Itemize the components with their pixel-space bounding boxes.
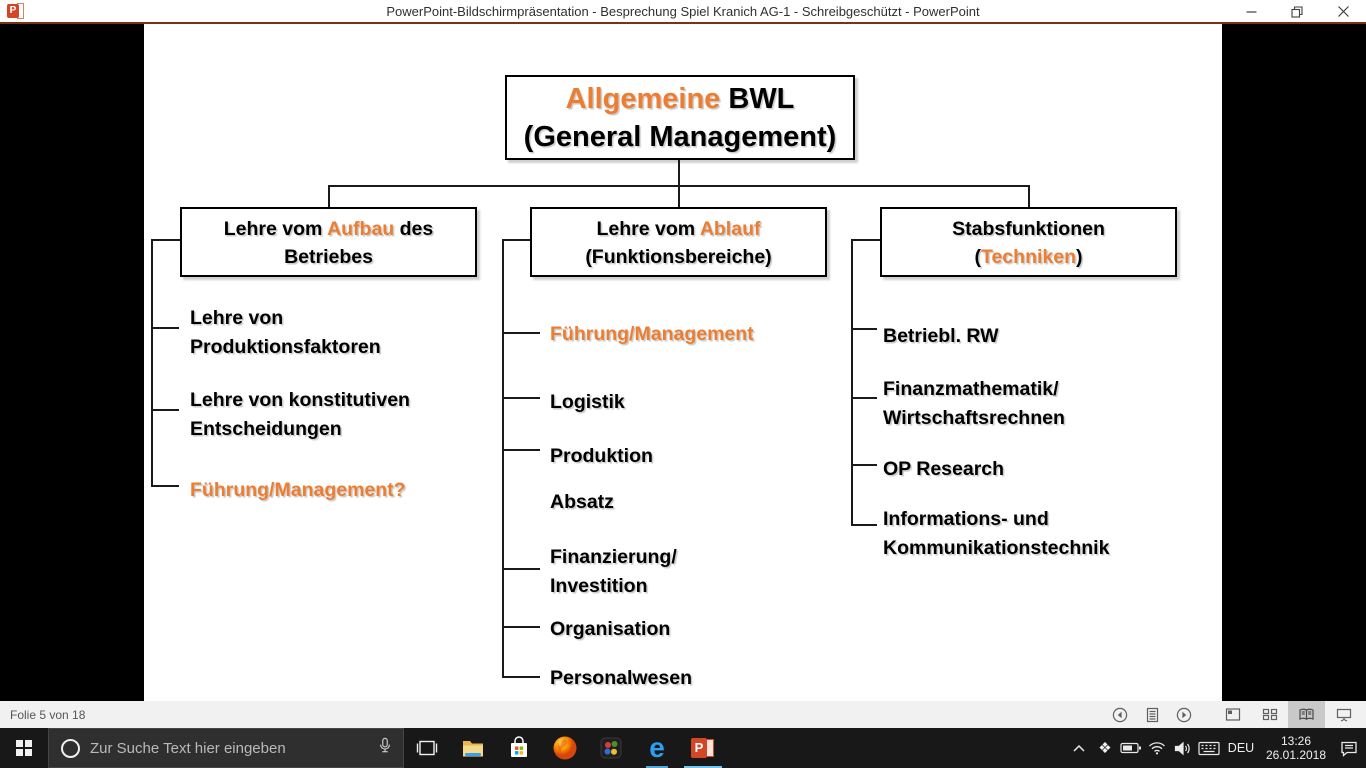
search-input[interactable] [90,739,377,757]
taskbar-apps: e P [404,728,726,768]
task-view-button[interactable] [404,728,450,768]
powerpoint-app-icon: P [7,3,24,20]
connector-line [153,327,179,329]
slide-sorter-view-button[interactable] [1251,701,1288,728]
connector-line [504,332,540,334]
microphone-icon[interactable] [377,736,393,760]
wifi-icon[interactable] [1144,728,1170,768]
connector-line [502,239,504,678]
powerpoint-taskbar-icon[interactable]: P [680,728,726,768]
slide-canvas[interactable]: Allgemeine BWL (General Management) Lehr… [144,24,1222,701]
action-center-icon[interactable] [1332,728,1366,768]
list-item: Betriebl. RW [883,325,999,347]
connector-line [853,464,877,466]
list-item: Führung/Management [550,323,754,345]
system-tray: ❖ DEU 13:26 26.01.2018 [1066,728,1366,768]
connector-line [504,568,540,570]
presentation-stage[interactable]: Allgemeine BWL (General Management) Lehr… [0,24,1366,701]
firefox-icon[interactable] [542,728,588,768]
list-item: Organisation [550,618,671,640]
file-explorer-icon[interactable] [450,728,496,768]
connector-line [504,449,540,451]
reading-view-button[interactable] [1288,701,1325,728]
close-icon[interactable] [1320,0,1366,23]
edge-icon[interactable]: e [634,728,680,768]
statusbar: Folie 5 von 18 [0,701,1366,728]
branch-box-stabsfunktionen: Stabsfunktionen (Techniken) [880,207,1177,277]
view-switcher [1214,701,1362,728]
volume-icon[interactable] [1170,728,1196,768]
previous-slide-button[interactable] [1104,701,1136,728]
windows-logo-icon [16,740,32,756]
connector-line [151,239,153,487]
menu-icon[interactable] [1136,701,1168,728]
connector-line [678,185,680,207]
branch-box-ablauf: Lehre vom Ablauf (Funktionsbereiche) [530,207,827,277]
cortana-icon [61,738,80,758]
connector-line [853,397,877,399]
list-item: Finanzierung/Investition [550,546,677,597]
slideshow-view-button[interactable] [1325,701,1362,728]
window-accent-line [0,22,1366,24]
next-slide-button[interactable] [1168,701,1200,728]
list-item: Absatz [550,491,614,513]
statusbar-controls [1104,701,1362,728]
connector-line [851,239,880,241]
connector-line [151,239,180,241]
start-button[interactable] [0,728,48,768]
active-indicator [684,766,722,768]
date: 26.01.2018 [1265,748,1327,762]
list-item: Finanzmathematik/Wirtschaftsrechnen [883,378,1065,429]
window-controls [1228,0,1366,23]
battery-icon[interactable] [1118,728,1144,768]
list-item: OP Research [883,458,1005,480]
connector-line [153,409,179,411]
language-indicator[interactable]: DEU [1227,741,1255,755]
connector-line [504,676,540,678]
branch-box-aufbau: Lehre vom Aufbau des Betriebes [180,207,477,277]
list-item: Personalwesen [550,667,692,689]
titlebar: P PowerPoint-Bildschirmpräsentation - Be… [0,0,1366,23]
puzzle-app-icon[interactable] [588,728,634,768]
taskbar-search[interactable] [48,728,404,768]
list-item: Produktion [550,445,653,467]
running-indicator [646,766,668,768]
connector-line [504,397,540,399]
connector-line [503,239,530,241]
window-title: PowerPoint-Bildschirmpräsentation - Besp… [386,4,980,19]
show-hidden-icons-chevron[interactable] [1066,728,1092,768]
minimize-button[interactable] [1228,0,1274,23]
clock[interactable]: 13:26 26.01.2018 [1260,734,1332,762]
touch-keyboard-icon[interactable] [1196,728,1222,768]
taskbar: e P ❖ DEU 13:26 26.01.2018 [0,728,1366,768]
slide-counter: Folie 5 von 18 [10,707,86,722]
normal-view-button[interactable] [1214,701,1251,728]
connector-line [1028,185,1030,207]
list-item: Logistik [550,391,625,413]
connector-line [504,626,540,628]
connector-line [853,524,877,526]
connector-line [853,328,877,330]
dropbox-icon[interactable]: ❖ [1098,740,1112,757]
root-box: Allgemeine BWL (General Management) [505,75,855,160]
microsoft-store-icon[interactable] [496,728,542,768]
restore-button[interactable] [1274,0,1320,23]
time: 13:26 [1280,734,1312,748]
connector-line [851,239,853,526]
list-item: Führung/Management? [190,479,406,501]
connector-line [678,160,680,185]
connector-line [153,485,179,487]
connector-line [328,185,330,207]
